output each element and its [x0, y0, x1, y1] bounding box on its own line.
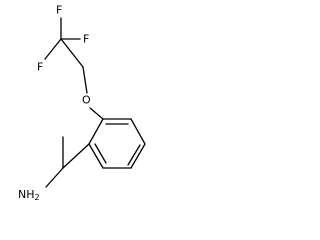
bond-ch2-o — [82, 66, 88, 94]
ring-bond-2 — [130, 118, 146, 145]
structure-drawing: F F F O NH2 — [18, 4, 146, 202]
amine-subscript: 2 — [35, 193, 40, 202]
bond-ch-nh2 — [45, 167, 64, 188]
bond-cf3-ch2 — [60, 38, 84, 68]
ring-double-bond-left — [94, 143, 107, 164]
fluorine-left-label: F — [37, 61, 43, 74]
ring-bond-6 — [88, 118, 104, 145]
bond-o-ring — [89, 107, 104, 120]
molecule-diagram: F F F O NH2 — [0, 0, 166, 227]
amine-nh-text: NH — [18, 188, 35, 201]
fluorine-right-label: F — [83, 33, 89, 46]
ring-bond-3 — [130, 143, 146, 169]
bond-ring-ch — [62, 143, 90, 169]
oxygen-label: O — [82, 94, 91, 107]
amine-label: NH2 — [18, 188, 40, 202]
bond-cf3-f-left — [44, 38, 62, 60]
fluorine-top-label: F — [56, 4, 62, 17]
ring-bond-5 — [88, 143, 104, 169]
ring-double-bond-right — [127, 144, 141, 166]
